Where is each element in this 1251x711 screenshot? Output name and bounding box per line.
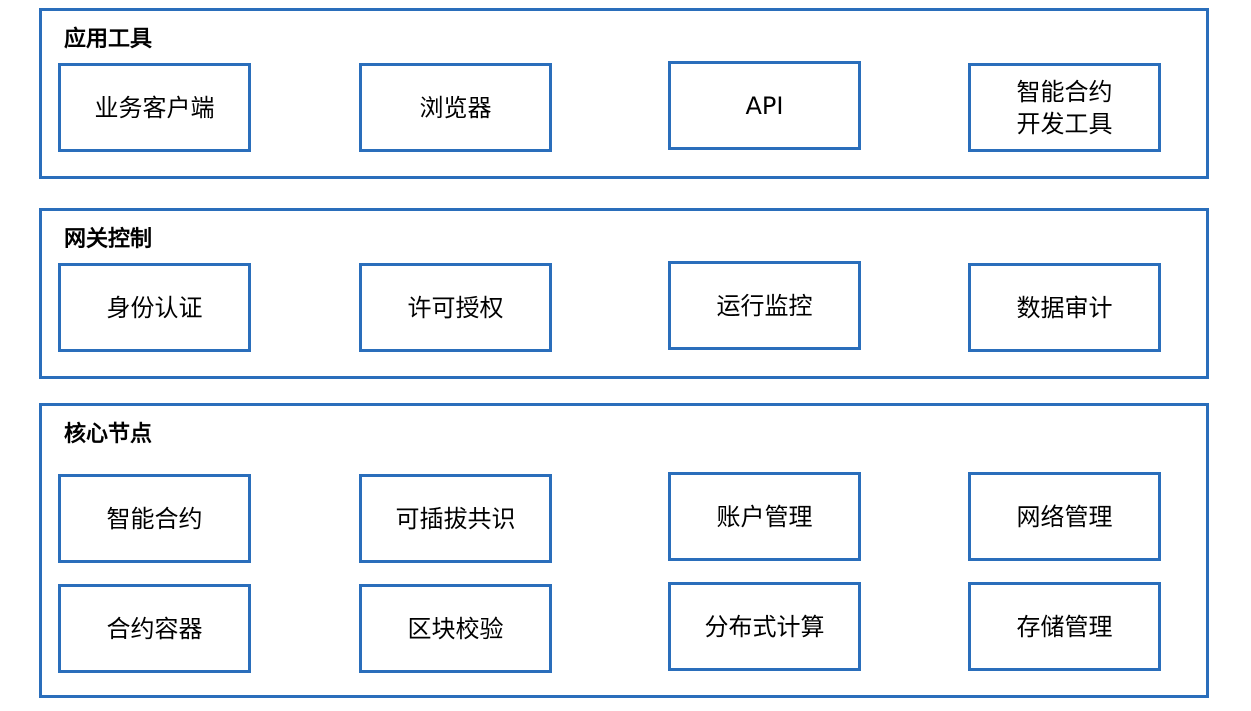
node-storage-management: 存储管理 [968, 582, 1161, 671]
node-account-management: 账户管理 [668, 472, 861, 561]
node-data-audit: 数据审计 [968, 263, 1161, 352]
node-contract-container: 合约容器 [58, 584, 251, 673]
node-distributed-computing: 分布式计算 [668, 582, 861, 671]
node-identity-auth: 身份认证 [58, 263, 251, 352]
node-smart-contract: 智能合约 [58, 474, 251, 563]
layer-title: 应用工具 [64, 27, 153, 52]
layer-title: 核心节点 [64, 422, 153, 447]
node-api: API [668, 61, 861, 150]
node-block-verification: 区块校验 [359, 584, 552, 673]
node-smart-contract-devtools: 智能合约 开发工具 [968, 63, 1161, 152]
node-pluggable-consensus: 可插拔共识 [359, 474, 552, 563]
layer-application-tools: 应用工具 业务客户端 浏览器 API 智能合约 开发工具 [39, 8, 1209, 179]
node-network-management: 网络管理 [968, 472, 1161, 561]
layer-title: 网关控制 [64, 227, 153, 252]
node-browser: 浏览器 [359, 63, 552, 152]
node-permission-grant: 许可授权 [359, 263, 552, 352]
node-business-client: 业务客户端 [58, 63, 251, 152]
node-runtime-monitor: 运行监控 [668, 261, 861, 350]
layer-core-nodes: 核心节点 智能合约 可插拔共识 账户管理 网络管理 合约容器 区块校验 分布式计… [39, 403, 1209, 698]
layer-gateway-control: 网关控制 身份认证 许可授权 运行监控 数据审计 [39, 208, 1209, 379]
